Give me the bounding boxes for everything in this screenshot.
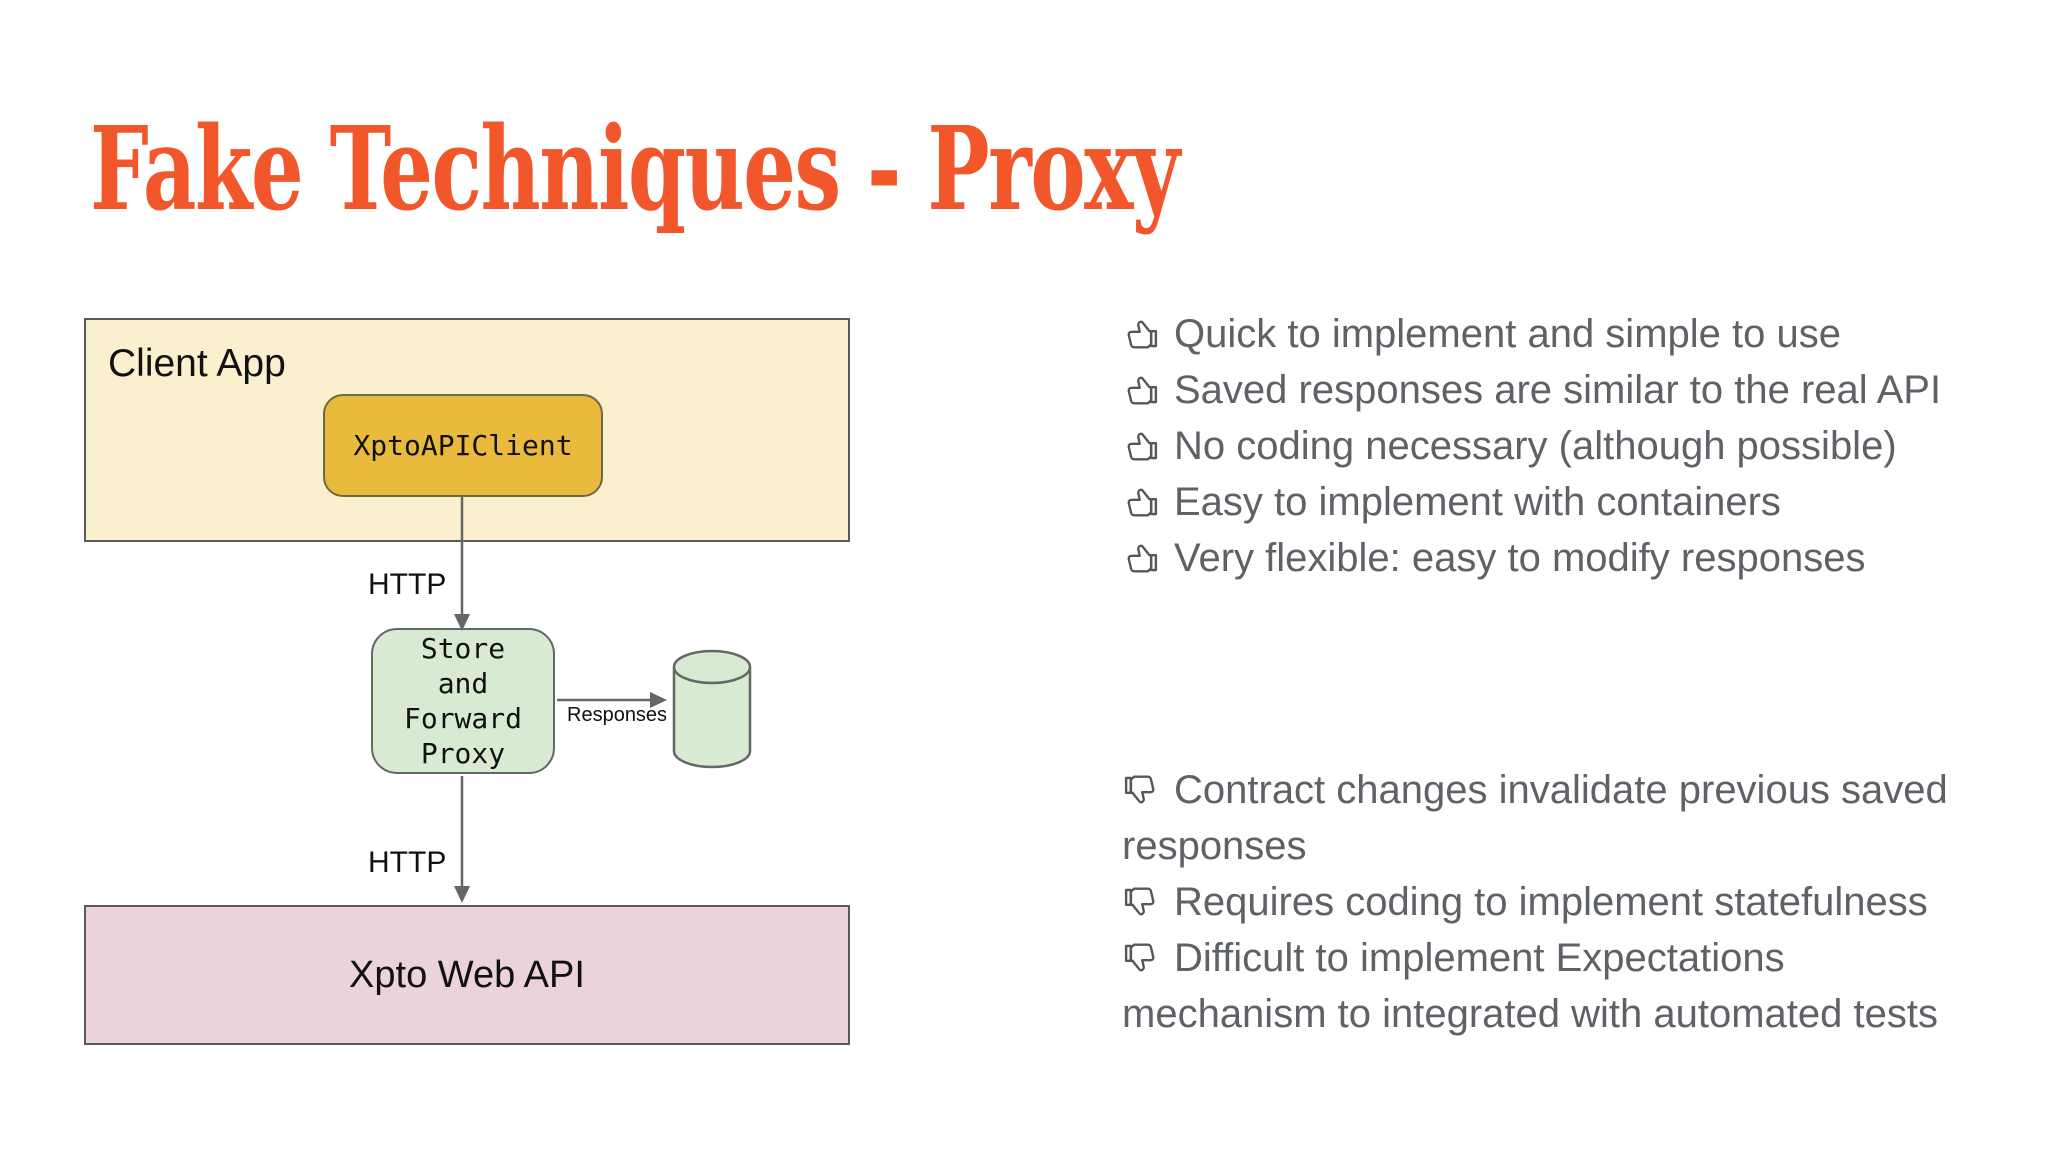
cons-item-continuation: responses — [1122, 818, 2022, 874]
cons-item-text: mechanism to integrated with automated t… — [1122, 991, 1938, 1036]
thumbs-up-icon — [1122, 371, 1160, 409]
arrow-proxy-to-api — [454, 776, 470, 903]
proxy-label-line: Proxy — [420, 737, 506, 770]
pros-item: No coding necessary (although possible) — [1122, 418, 2022, 474]
thumbs-up-icon — [1122, 315, 1160, 353]
pros-item: Very flexible: easy to modify responses — [1122, 530, 2022, 586]
pros-item: Quick to implement and simple to use — [1122, 306, 2022, 362]
pros-item: Saved responses are similar to the real … — [1122, 362, 2022, 418]
xpto-api-client-box: XptoAPIClient — [323, 394, 603, 497]
proxy-label-line: Store — [420, 632, 506, 665]
cons-item-text: Requires coding to implement statefulnes… — [1174, 879, 1928, 924]
thumbs-up-icon — [1122, 427, 1160, 465]
http-label-bottom: HTTP — [368, 846, 447, 879]
pros-item-text: Saved responses are similar to the real … — [1174, 367, 1942, 412]
slide-title: Fake Techniques - Proxy — [90, 102, 1180, 237]
http-label-top: HTTP — [368, 568, 447, 601]
pros-item-text: Easy to implement with containers — [1174, 479, 1781, 524]
pros-item-text: Quick to implement and simple to use — [1174, 311, 1841, 356]
xpto-web-api-label: Xpto Web API — [349, 953, 585, 996]
thumbs-down-icon — [1122, 883, 1160, 921]
cons-item: Requires coding to implement statefulnes… — [1122, 874, 2022, 930]
responses-label: Responses — [567, 704, 668, 726]
pros-item: Easy to implement with containers — [1122, 474, 2022, 530]
cons-item: Difficult to implement Expectations — [1122, 930, 2022, 986]
store-forward-proxy-box: Store and Forward Proxy — [371, 628, 555, 774]
thumbs-down-icon — [1122, 771, 1160, 809]
xpto-api-client-label: XptoAPIClient — [353, 429, 573, 462]
cons-item: Contract changes invalidate previous sav… — [1122, 762, 2022, 818]
cons-item-text: responses — [1122, 823, 1307, 868]
database-cylinder-icon — [672, 649, 752, 769]
pros-item-text: Very flexible: easy to modify responses — [1174, 535, 1866, 580]
cons-item-text: Contract changes invalidate previous sav… — [1174, 767, 1948, 812]
pros-list: Quick to implement and simple to use Sav… — [1122, 306, 2022, 586]
cons-item-continuation: mechanism to integrated with automated t… — [1122, 986, 2022, 1042]
thumbs-up-icon — [1122, 539, 1160, 577]
client-app-label: Client App — [108, 342, 286, 385]
thumbs-down-icon — [1122, 939, 1160, 977]
proxy-label-line: Forward — [403, 702, 522, 735]
cons-item-text: Difficult to implement Expectations — [1174, 935, 1785, 980]
cons-list: Contract changes invalidate previous sav… — [1122, 762, 2022, 1042]
thumbs-up-icon — [1122, 483, 1160, 521]
proxy-label-line: and — [437, 667, 489, 700]
pros-item-text: No coding necessary (although possible) — [1174, 423, 1897, 468]
xpto-web-api-box: Xpto Web API — [84, 905, 850, 1045]
